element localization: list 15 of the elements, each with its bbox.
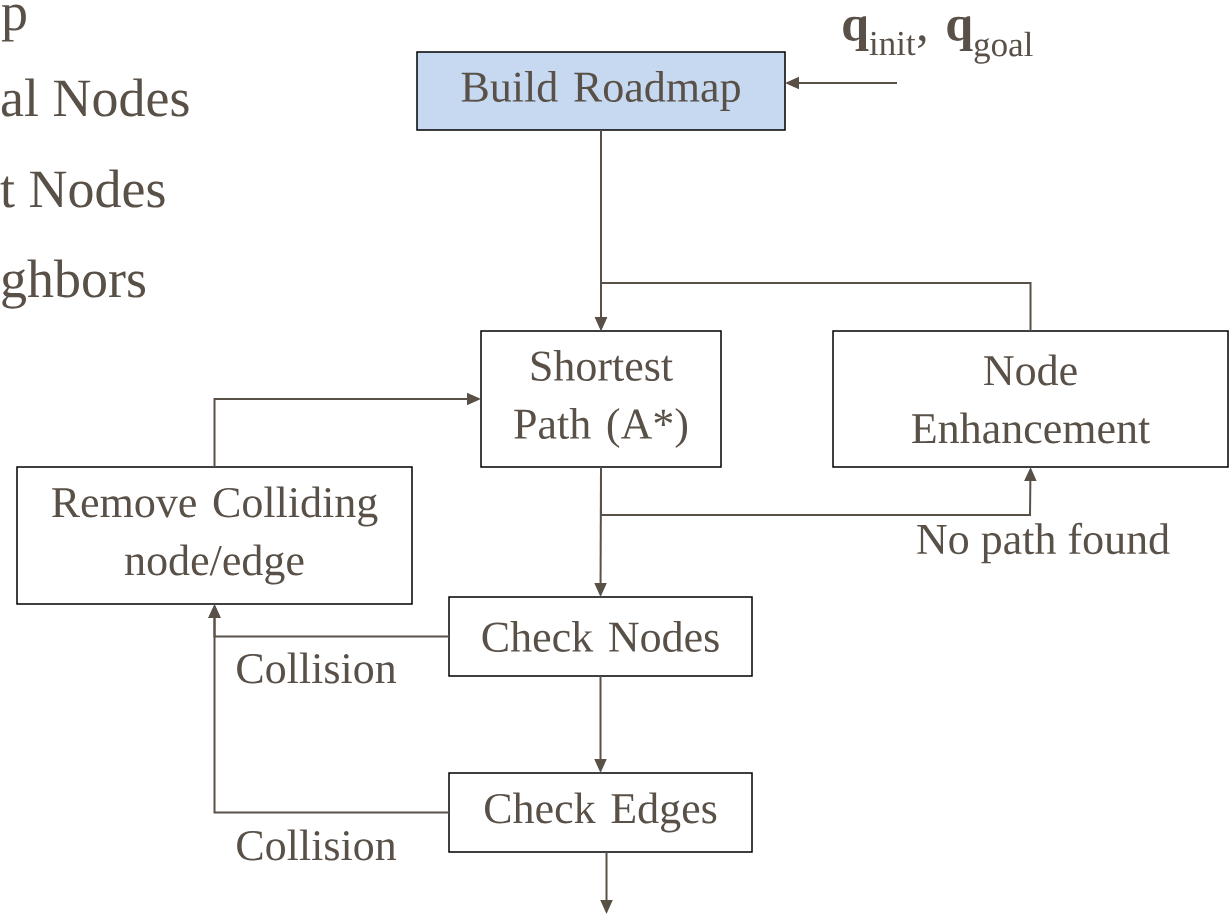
process-box: Node Enhancement: [832, 330, 1229, 468]
edge-label: Collision: [233, 650, 399, 686]
process-box: Shortest Path (A*): [480, 330, 722, 468]
edge-label: Collision: [233, 827, 399, 863]
bullet-text: al Nodes: [1, 78, 189, 117]
process-box: Check Nodes: [448, 596, 753, 677]
process-box: Check Edges: [448, 772, 753, 853]
bullet-text: p: [1, 4, 26, 42]
input-label: q$_{init}$, q$_{goal}$: [843, 16, 1033, 64]
bullet-text: t Nodes: [0, 169, 165, 208]
process-box: Build Roadmap: [416, 51, 786, 131]
edge-label: No path found: [913, 520, 1173, 566]
bullet-text: ghbors: [2, 259, 146, 309]
process-box: Remove Colliding node/edge: [16, 466, 413, 605]
arrow: [600, 466, 1037, 516]
